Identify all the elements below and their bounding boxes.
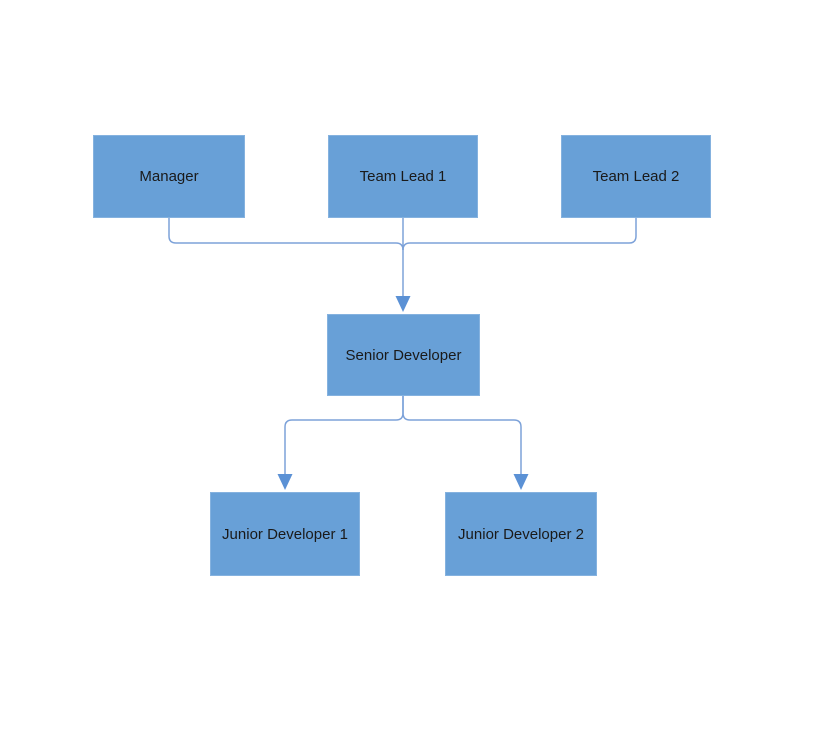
node-team-lead-1[interactable]: Team Lead 1	[328, 135, 478, 218]
node-team-lead-2-label: Team Lead 2	[592, 168, 680, 185]
node-senior-developer-label: Senior Developer	[345, 346, 462, 364]
connector-senior-developer-to-junior-developer-1	[284, 396, 404, 475]
node-junior-developer-1-label: Junior Developer 1	[222, 525, 348, 543]
node-junior-developer-1[interactable]: Junior Developer 1	[210, 492, 360, 576]
arrowhead-into-junior-developer-1	[277, 474, 293, 490]
node-team-lead-2[interactable]: Team Lead 2	[561, 135, 711, 218]
connector-team-lead-2-to-senior-developer	[402, 218, 637, 251]
node-manager[interactable]: Manager	[93, 135, 245, 218]
node-junior-developer-2[interactable]: Junior Developer 2	[445, 492, 597, 576]
connector-senior-developer-to-junior-developer-2	[402, 396, 522, 475]
connector-manager-to-senior-developer	[168, 218, 404, 251]
node-manager-label: Manager	[139, 168, 199, 185]
node-team-lead-1-label: Team Lead 1	[359, 168, 447, 185]
arrowhead-into-senior-developer	[395, 296, 411, 312]
arrowhead-into-junior-developer-2	[513, 474, 529, 490]
node-junior-developer-2-label: Junior Developer 2	[458, 525, 584, 543]
node-senior-developer[interactable]: Senior Developer	[327, 314, 480, 396]
